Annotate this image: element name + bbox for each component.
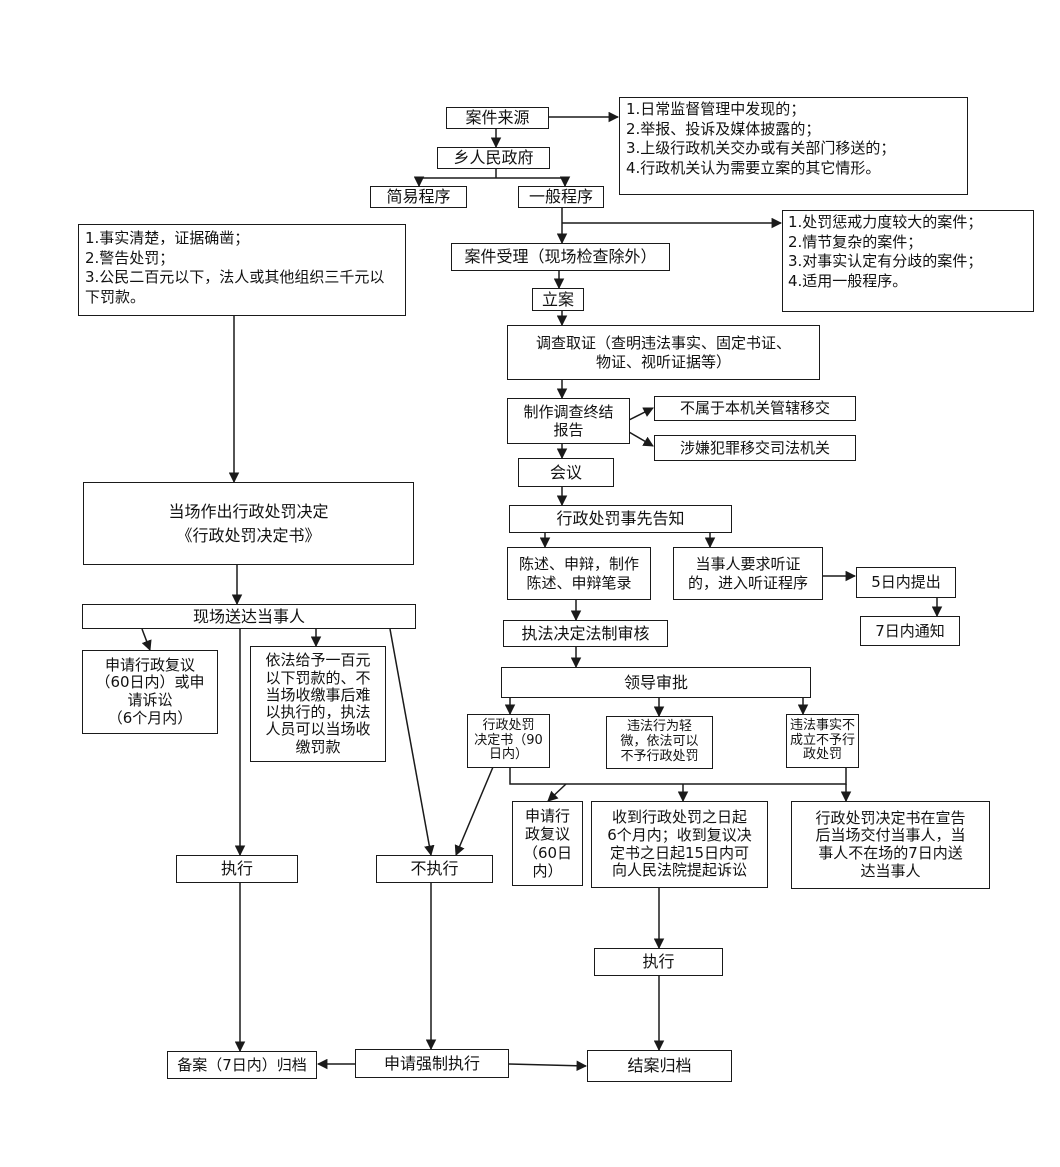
simple-conditions-box: 1.事实清楚，证据确凿； 2.警告处罚； 3.公民二百元以下，法人或其他组织三千…	[78, 224, 406, 316]
review-or-suit-box: 申请行政复议 （60日内）或申 请诉讼 （6个月内）	[82, 650, 218, 734]
execute-right-box: 执行	[594, 948, 723, 976]
arrow-enforcement-to-close	[508, 1060, 588, 1072]
arrow-decision-to-notexecute	[454, 766, 494, 856]
file-case-box: 立案	[532, 288, 584, 311]
onsite-delivery-box: 现场送达当事人	[82, 604, 416, 629]
township-gov-box: 乡人民政府	[437, 147, 550, 169]
prior-notice-box: 行政处罚事先告知	[509, 505, 732, 533]
apply-review-box: 申请行 政复议 （60日 内）	[512, 801, 583, 886]
not-execute-box: 不执行	[376, 855, 493, 883]
arrow-delivery-to-notexecute	[389, 628, 435, 857]
onsite-collection-box: 依法给予一百元 以下罚款的、不 当场收缴事后难 以执行的，执法 人员可以当场收 …	[250, 646, 386, 762]
archive-7days-box: 备案（7日内）归档	[167, 1051, 317, 1079]
onsite-decision-box: 当场作出行政处罚决定 《行政处罚决定书》	[83, 482, 414, 565]
apply-enforcement-box: 申请强制执行	[355, 1049, 509, 1078]
hearing-request-box: 当事人要求听证 的，进入听证程序	[673, 547, 823, 600]
arrow-delivery-to-review	[141, 628, 152, 651]
case-source-box: 案件来源	[446, 107, 549, 129]
leader-approval-box: 领导审批	[501, 667, 811, 698]
transfer-jurisdiction-box: 不属于本机关管辖移交	[654, 396, 856, 421]
final-report-box: 制作调查终结 报告	[507, 398, 630, 444]
seven-days-notify-box: 7日内通知	[860, 616, 960, 646]
arrow-report-to-jurisdiction	[628, 407, 654, 421]
statement-defense-box: 陈述、申辩，制作 陈述、申辩笔录	[507, 547, 651, 600]
close-archive-box: 结案归档	[587, 1050, 732, 1082]
legal-review-box: 执法决定法制审核	[503, 620, 668, 647]
arrow-report-to-judicial	[628, 431, 654, 447]
arrow-bar-to-applyreview	[547, 783, 567, 802]
meeting-box: 会议	[518, 458, 614, 487]
minor-no-penalty-box: 违法行为轻 微，依法可以 不予行政处罚	[606, 716, 713, 769]
execute-left-box: 执行	[176, 855, 298, 883]
source-list-box: 1.日常监督管理中发现的； 2.举报、投诉及媒体披露的； 3.上级行政机关交办或…	[619, 97, 968, 195]
case-acceptance-box: 案件受理（现场检查除外）	[451, 243, 670, 271]
five-days-box: 5日内提出	[856, 567, 956, 598]
general-procedure-box: 一般程序	[518, 186, 604, 208]
transfer-judicial-box: 涉嫌犯罪移交司法机关	[654, 435, 856, 461]
delivery-rule-box: 行政处罚决定书在宣告 后当场交付当事人，当 事人不在场的7日内送 达当事人	[791, 801, 990, 889]
general-conditions-box: 1.处罚惩戒力度较大的案件； 2.情节复杂的案件； 3.对事实认定有分歧的案件；…	[782, 210, 1034, 312]
line-decision-bar	[509, 767, 847, 785]
penalty-decision-box: 行政处罚 决定书（90 日内）	[467, 714, 550, 768]
investigation-box: 调查取证（查明违法事实、固定书证、 物证、视听证据等）	[507, 325, 820, 380]
facts-not-established-box: 违法事实不 成立不予行 政处罚	[786, 714, 859, 768]
simple-procedure-box: 简易程序	[370, 186, 467, 208]
lawsuit-deadline-box: 收到行政处罚之日起 6个月内；收到复议决 定书之日起15日内可 向人民法院提起诉…	[591, 801, 768, 888]
